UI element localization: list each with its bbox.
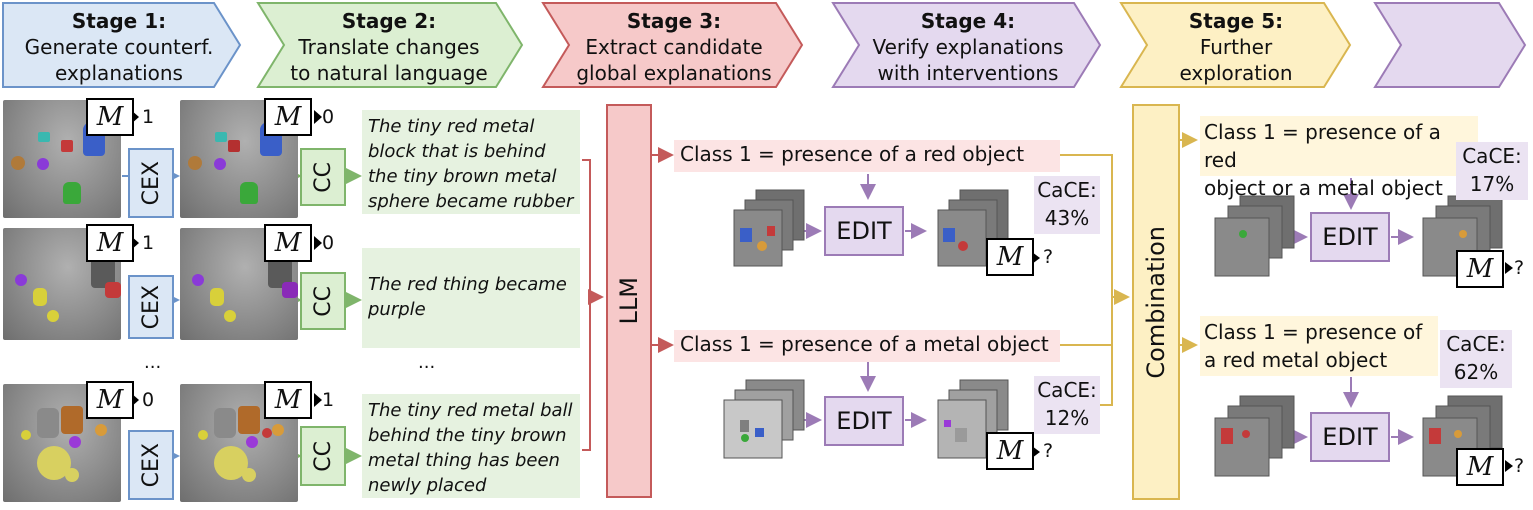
model-query-stage5-2: ?: [1514, 455, 1525, 477]
ellipsis-stage2: ...: [418, 352, 436, 373]
stage-4-line2: with interventions: [877, 61, 1059, 85]
cex-label-1: CEX: [138, 160, 164, 206]
cex-box-3: CEX: [128, 430, 174, 500]
stage-1-line1: Generate counterf.: [24, 35, 214, 59]
cace-value-stage4-2: 12%: [1044, 406, 1090, 430]
cc-box-1: CC: [300, 148, 346, 206]
model-box-original-1: M: [86, 98, 134, 136]
stage-1-label: Stage 1: Generate counterf. explanations: [3, 8, 235, 86]
stage-4-title: Stage 4:: [920, 9, 1016, 33]
stage-3-chevron: [541, 2, 804, 88]
model-output-original-3: 0: [142, 389, 155, 411]
stage4-explanation-2: Class 1 = presence of a metal object: [674, 330, 1060, 362]
stage-1-line2: explanations: [55, 61, 183, 85]
stage5-explanation-1-line2: object or a metal object: [1204, 176, 1443, 200]
cc-label-1: CC: [310, 161, 336, 193]
stage-2-label: Stage 2: Translate changes to natural la…: [270, 8, 508, 86]
cc-label-2: CC: [310, 285, 336, 317]
stage-2-title: Stage 2:: [341, 9, 437, 33]
cace-label-stage4-1: CaCE:: [1037, 178, 1097, 202]
stage-3-label: Stage 3: Extract candidate global explan…: [558, 8, 790, 86]
stage-2-line2: to natural language: [290, 61, 488, 85]
edit-box-stage4-1: EDIT: [824, 206, 904, 256]
stage4-explanation-1: Class 1 = presence of a red object: [674, 140, 1060, 172]
cc-box-3: CC: [300, 426, 346, 486]
caption-1: The tiny red metal block that is behind …: [362, 110, 580, 214]
edit-box-stage5-1: EDIT: [1310, 212, 1390, 262]
model-output-counterfactual-2: 0: [322, 232, 335, 254]
caption-2: The red thing became purple: [362, 248, 580, 348]
model-box-original-2: M: [86, 224, 134, 262]
cex-label-2: CEX: [138, 284, 164, 330]
stage5-explanation-1-line1: Class 1 = presence of a red: [1204, 120, 1441, 172]
cace-stage4-2: CaCE: 12%: [1034, 376, 1100, 434]
model-output-original-1: 1: [142, 106, 155, 128]
cex-box-2: CEX: [128, 275, 174, 339]
edit-box-stage5-2: EDIT: [1310, 412, 1390, 462]
model-box-stage4-2: M: [986, 432, 1034, 470]
stage-1-title: Stage 1:: [71, 9, 167, 33]
stage-3-title: Stage 3:: [626, 9, 722, 33]
stage-next-chevron: [1373, 2, 1527, 88]
model-box-original-3: M: [86, 381, 134, 419]
image-stacks: [723, 189, 1503, 477]
cex-box-1: CEX: [128, 148, 174, 218]
cace-value-stage5-1: 17%: [1469, 172, 1515, 196]
cace-stage5-2: CaCE: 62%: [1440, 330, 1512, 388]
ellipsis-stage1: ...: [144, 352, 162, 373]
stage-5-line1: Further: [1199, 35, 1273, 59]
cace-label-stage5-1: CaCE:: [1462, 144, 1522, 168]
stage-5-title: Stage 5:: [1188, 9, 1284, 33]
model-box-stage5-2: M: [1456, 448, 1504, 486]
cace-label-stage5-2: CaCE:: [1446, 332, 1506, 356]
model-box-counterfactual-2: M: [264, 224, 312, 262]
cace-stage4-1: CaCE: 43%: [1034, 176, 1100, 234]
stage-1-chevron: [2, 2, 242, 88]
stage-2-chevron: [256, 2, 524, 88]
stage-4-label: Stage 4: Verify explanations with interv…: [850, 8, 1086, 86]
model-box-counterfactual-3: M: [264, 381, 312, 419]
cc-box-2: CC: [300, 272, 346, 330]
stage-5-line2: exploration: [1179, 61, 1293, 85]
stage5-explanation-2: Class 1 = presence of a red metal object: [1200, 316, 1438, 376]
stage5-explanation-1: Class 1 = presence of a red object or a …: [1200, 116, 1478, 200]
llm-label: LLM: [615, 277, 643, 325]
model-output-counterfactual-1: 0: [322, 106, 335, 128]
cc-label-3: CC: [310, 440, 336, 472]
cace-value-stage5-2: 62%: [1453, 360, 1499, 384]
stage-4-chevron: [831, 2, 1102, 88]
model-query-stage4-1: ?: [1043, 246, 1054, 268]
stage-2-line1: Translate changes: [298, 35, 480, 59]
model-box-stage5-1: M: [1456, 250, 1504, 288]
caption-3: The tiny red metal ball behind the tiny …: [362, 394, 580, 498]
model-box-counterfactual-1: M: [264, 98, 312, 136]
stage5-explanation-2-line2: a red metal object: [1204, 348, 1388, 372]
scene-original-2: [3, 228, 121, 340]
cace-label-stage4-2: CaCE:: [1037, 378, 1097, 402]
stage-3-line2: global explanations: [576, 61, 772, 85]
edit-box-stage4-2: EDIT: [824, 396, 904, 446]
stage-3-line1: Extract candidate: [585, 35, 763, 59]
stage-4-line1: Verify explanations: [872, 35, 1064, 59]
cace-value-stage4-1: 43%: [1044, 206, 1090, 230]
stage-5-label: Stage 5: Further exploration: [1136, 8, 1336, 86]
combination-box: Combination: [1132, 104, 1180, 500]
model-query-stage5-1: ?: [1514, 257, 1525, 279]
scene-original-3: [3, 384, 121, 502]
model-output-counterfactual-3: 1: [322, 389, 335, 411]
model-box-stage4-1: M: [986, 238, 1034, 276]
cace-stage5-1: CaCE: 17%: [1456, 142, 1528, 200]
model-output-original-2: 1: [142, 232, 155, 254]
stage-5-chevron: [1119, 2, 1352, 88]
llm-box: LLM: [606, 104, 652, 498]
combination-label: Combination: [1142, 225, 1170, 379]
stage5-explanation-2-line1: Class 1 = presence of: [1204, 320, 1423, 344]
cex-label-3: CEX: [138, 442, 164, 488]
model-query-stage4-2: ?: [1043, 440, 1054, 462]
